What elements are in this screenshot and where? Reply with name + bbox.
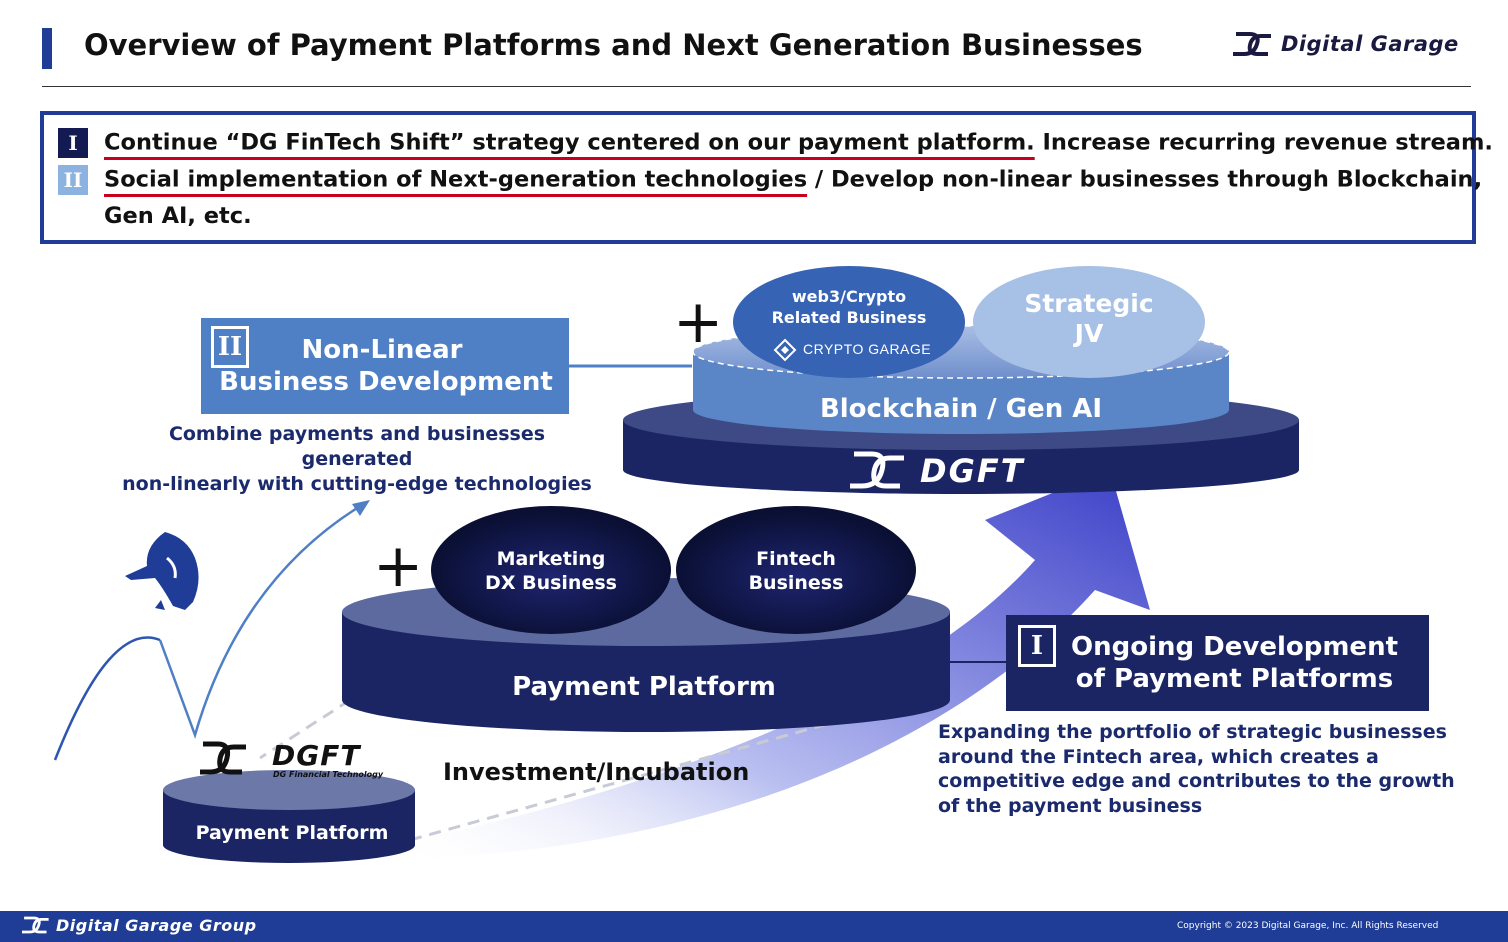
footer-dg-logo-icon <box>22 916 49 934</box>
small-payment-platform-label: Payment Platform <box>195 822 389 844</box>
dgft-stack <box>623 266 1299 494</box>
web3-line-2: Related Business <box>771 308 927 327</box>
penguin-icon <box>125 532 199 610</box>
jv-line-2: JV <box>1074 319 1104 348</box>
curve-arrow-small <box>53 636 161 761</box>
summary-line-2-underlined: Social implementation of Next-generation… <box>104 166 808 193</box>
summary-line-1-rest: Increase recurring revenue stream. <box>1034 129 1493 156</box>
nonlinear-title-line-2: Business Development <box>219 367 553 397</box>
plus-sign-top: + <box>673 287 723 357</box>
web3-line-1: web3/Crypto <box>791 287 907 306</box>
copyright-text: Copyright © 2023 Digital Garage, Inc. Al… <box>1177 921 1439 931</box>
nonlinear-desc-line-2: non-linearly with cutting-edge technolog… <box>122 473 592 495</box>
summary-line-1: I Continue “DG FinTech Shift” strategy ce… <box>58 128 1493 158</box>
ongoing-desc-line-3: competitive edge and contributes to the … <box>938 770 1455 792</box>
arrowhead-icon <box>352 500 370 516</box>
small-dgft-logo-text: DGFT <box>272 739 361 772</box>
fintech-line-2: Business <box>748 572 844 594</box>
summary-line-1-underlined: Continue “DG FinTech Shift” strategy cen… <box>104 129 1035 156</box>
nonlinear-description: Combine payments and businesses generate… <box>113 422 601 497</box>
summary-line-2-rest: / Develop non-linear businesses through … <box>807 166 1483 193</box>
dgft-logo-icon <box>850 451 904 489</box>
fintech-oval: Fintech Business <box>685 547 907 595</box>
ongoing-description: Expanding the portfolio of strategic bus… <box>938 720 1458 818</box>
payment-platform-stack <box>342 506 950 732</box>
ongoing-desc-line-2: around the Fintech area, which creates a <box>938 745 1379 768</box>
small-dgft-subtext: DG Financial Technology <box>273 770 384 779</box>
web3-crypto-oval: web3/Crypto Related Business <box>735 286 963 328</box>
nonlinear-title-line-1: Non-Linear <box>301 335 463 365</box>
ongoing-title: Ongoing Development of Payment Platforms <box>1071 631 1398 695</box>
brand-logo: Digital Garage <box>1233 30 1459 58</box>
ongoing-desc-line-1: Expanding the portfolio of strategic bus… <box>938 721 1447 743</box>
footer-brand-name: Digital Garage Group <box>56 915 257 935</box>
dgft-label: DGFT <box>920 452 1025 490</box>
title-divider <box>42 86 1471 87</box>
plus-sign-middle: + <box>373 531 423 601</box>
marketing-line-2: DX Business <box>485 572 617 594</box>
ongoing-roman-badge: I <box>1018 625 1056 667</box>
payment-platform-label: Payment Platform <box>512 672 776 702</box>
crypto-garage-label: CRYPTO GARAGE <box>803 341 932 357</box>
dashed-guide-left <box>259 698 351 760</box>
investment-incubation-label: Investment/Incubation <box>443 758 750 786</box>
nonlinear-desc-line-1: Combine payments and businesses generate… <box>168 423 546 470</box>
fintech-line-1: Fintech <box>756 548 836 570</box>
footer-brand: Digital Garage Group <box>22 915 257 935</box>
curve-arrow-back <box>158 503 363 739</box>
marketing-dx-oval: Marketing DX Business <box>440 547 662 595</box>
title-accent-bar <box>42 28 52 69</box>
footer-bar <box>0 911 1508 942</box>
growth-arrow <box>395 470 1150 860</box>
roman-one-badge: I <box>58 128 88 158</box>
summary-line-2-continued: Gen AI, etc. <box>104 203 252 229</box>
summary-line-2: II Social implementation of Next-generati… <box>58 165 1482 195</box>
nonlinear-title: Non-Linear Business Development <box>219 334 553 398</box>
roman-two-badge: II <box>58 165 88 195</box>
strategic-jv-oval: Strategic JV <box>975 289 1203 349</box>
marketing-line-1: Marketing <box>496 548 606 570</box>
ongoing-title-line-2: of Payment Platforms <box>1075 664 1394 694</box>
nonlinear-box: II Non-Linear Business Development <box>201 318 569 414</box>
page-title: Overview of Payment Platforms and Next G… <box>84 28 1143 62</box>
brand-name: Digital Garage <box>1281 32 1459 56</box>
dashed-guide-right <box>409 713 861 842</box>
dg-logo-icon <box>1233 32 1271 56</box>
ongoing-box: I Ongoing Development of Payment Platfor… <box>1006 615 1429 711</box>
blockchain-genai-label: Blockchain / Gen AI <box>819 394 1103 424</box>
crypto-garage-icon <box>773 338 797 362</box>
nonlinear-roman-badge: II <box>211 326 249 368</box>
ongoing-title-line-1: Ongoing Development <box>1070 632 1399 662</box>
jv-line-1: Strategic <box>1024 289 1154 318</box>
ongoing-desc-line-4: of the payment business <box>938 794 1203 817</box>
small-platform-stack <box>163 770 415 863</box>
dgft-small-logo-icon <box>200 741 246 775</box>
summary-box: I Continue “DG FinTech Shift” strategy ce… <box>40 111 1493 244</box>
